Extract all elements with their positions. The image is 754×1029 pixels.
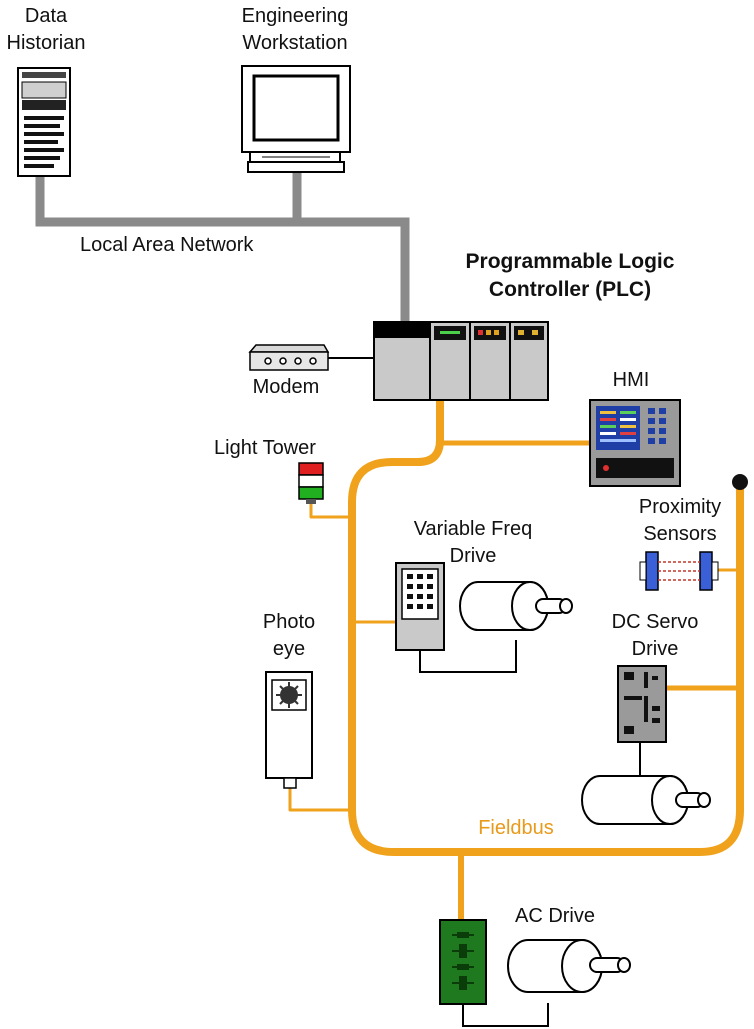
- data-historian-label: Data Historian: [0, 3, 96, 57]
- local-area-network-label: Local Area Network: [80, 234, 254, 256]
- photo-eye-icon: [265, 671, 313, 789]
- lan-cable-historian: [35, 175, 410, 322]
- light-tower-label: Light Tower: [214, 437, 316, 459]
- variable-freq-drive-label-line2: Drive: [449, 545, 497, 567]
- vfd-motor-wire: [419, 640, 517, 673]
- engineering-workstation-icon: [241, 65, 351, 173]
- plc-label: Programmable Logic Controller (PLC): [430, 248, 710, 304]
- dc-servo-drive-label: DC Servo Drive: [590, 609, 720, 663]
- proximity-sensors-label-line1: Proximity: [638, 496, 722, 518]
- ac-drive-label: AC Drive: [514, 905, 595, 927]
- data-historian-label-line1: Data: [24, 5, 68, 27]
- dc-servo-drive-label-line1: DC Servo: [611, 611, 699, 633]
- variable-freq-drive-label: Variable Freq Drive: [398, 516, 548, 570]
- fieldbus-terminator-icon: [732, 474, 748, 490]
- ac-drive-module-icon: [439, 919, 487, 1005]
- proximity-sensors-icon: [639, 551, 719, 591]
- engineering-workstation-label-line2: Workstation: [242, 32, 348, 54]
- hmi-panel-icon: [589, 399, 681, 487]
- engineering-workstation-label: Engineering Workstation: [220, 3, 370, 57]
- photo-eye-label-line1: Photo: [262, 611, 316, 633]
- fieldbus-light-tower-drop: [309, 502, 352, 519]
- proximity-sensors-label-line2: Sensors: [643, 523, 717, 545]
- dc-servo-drive-label-line2: Drive: [631, 638, 679, 660]
- modem-label: Modem: [252, 376, 320, 398]
- vfd-icon: [395, 562, 445, 651]
- signal-wires: [328, 357, 641, 1027]
- plc-label-line1: Programmable Logic: [465, 250, 675, 273]
- proximity-sensors-label: Proximity Sensors: [620, 494, 740, 548]
- engineering-workstation-label-line1: Engineering: [241, 5, 349, 27]
- vfd-motor-icon: [459, 581, 573, 631]
- lan-cabling: [35, 170, 410, 322]
- fieldbus-photo-eye-drop: [288, 788, 352, 812]
- photo-eye-label-line2: eye: [272, 638, 306, 660]
- hmi-label: HMI: [612, 369, 650, 391]
- variable-freq-drive-label-line1: Variable Freq: [413, 518, 533, 540]
- servo-motor-icon: [581, 775, 711, 825]
- plc-label-line2: Controller (PLC): [488, 278, 652, 301]
- data-historian-server-icon: [17, 67, 71, 177]
- plc-rack-icon: [373, 321, 549, 401]
- fieldbus-label: Fieldbus: [478, 817, 554, 839]
- ac-motor-icon: [507, 939, 631, 993]
- fieldbus-cabling: [288, 400, 744, 920]
- dc-servo-drive-icon: [617, 665, 667, 743]
- light-tower-icon: [298, 462, 324, 504]
- photo-eye-label: Photo eye: [244, 609, 334, 663]
- data-historian-label-line2: Historian: [6, 32, 86, 54]
- ac-drive-motor-wire: [462, 1003, 549, 1027]
- modem-icon: [248, 344, 330, 371]
